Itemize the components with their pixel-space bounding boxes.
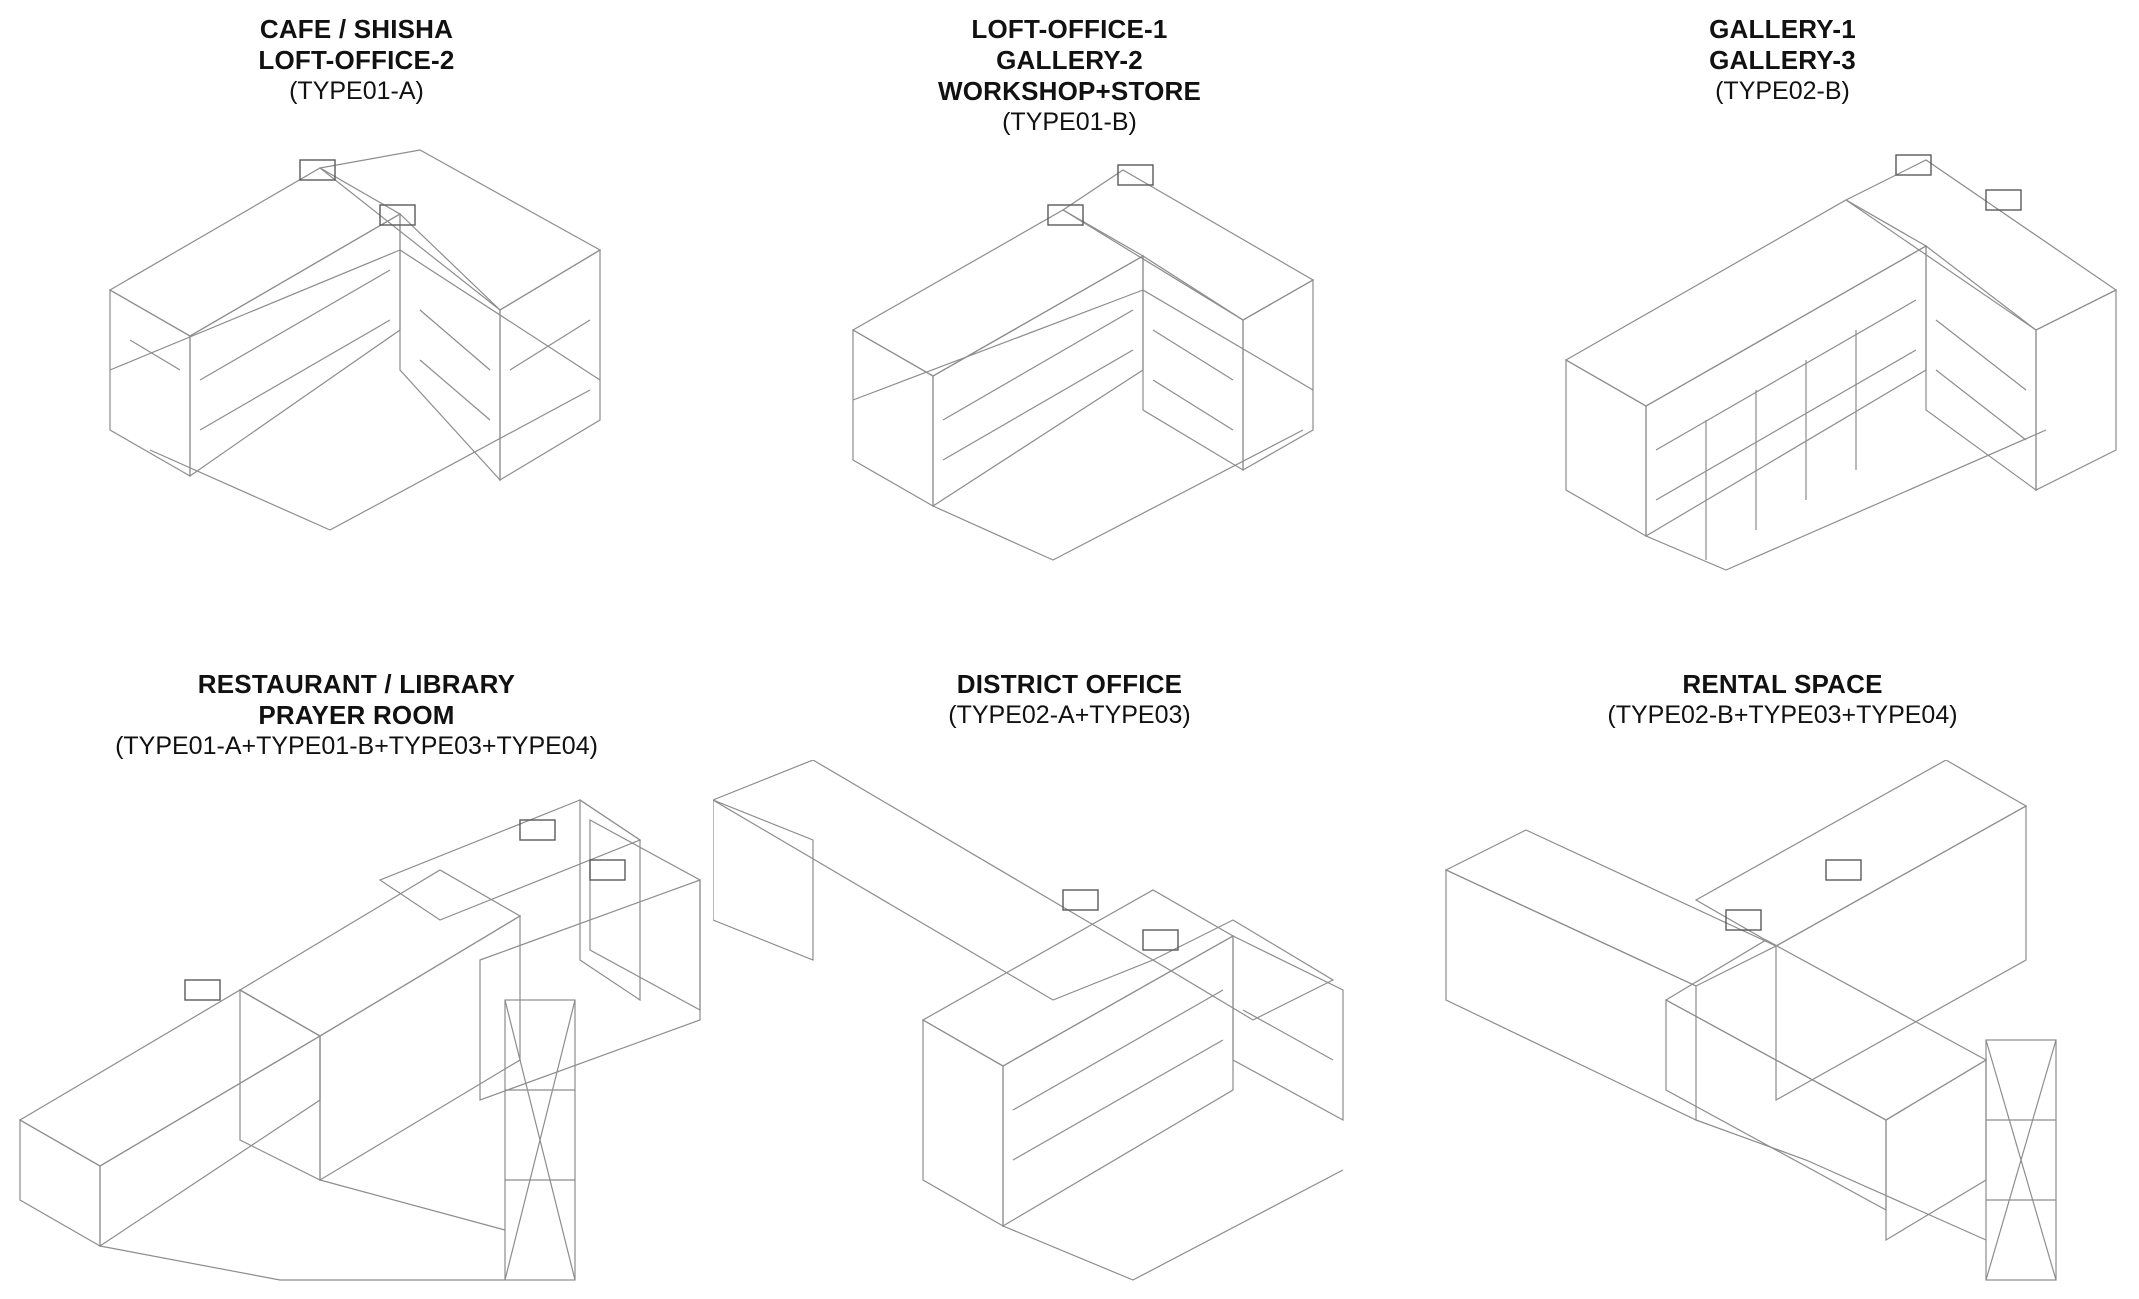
panel-restaurant-library: RESTAURANT / LIBRARY PRAYER ROOM (TYPE01… [0, 655, 713, 1299]
panel-name: DISTRICT OFFICE [956, 669, 1183, 699]
isometric-drawing [713, 760, 1426, 1295]
panel-label: LOFT-OFFICE-1 GALLERY-2 WORKSHOP+STORE (… [713, 14, 1426, 138]
panel-cafe-shisha: CAFE / SHISHA LOFT-OFFICE-2 (TYPE01-A) [0, 0, 713, 640]
panel-type: (TYPE01-B) [1002, 108, 1137, 136]
panel-name: LOFT-OFFICE-1 [971, 14, 1168, 44]
panel-label: CAFE / SHISHA LOFT-OFFICE-2 (TYPE01-A) [0, 14, 713, 107]
building-drawing-type02b [1564, 154, 2118, 571]
isometric-drawing [0, 130, 713, 630]
panel-label: DISTRICT OFFICE (TYPE02-A+TYPE03) [713, 669, 1426, 731]
isometric-drawing [1426, 130, 2139, 630]
building-drawing-type02b-type03-type04 [1444, 760, 2057, 1281]
panel-type: (TYPE01-A+TYPE01-B+TYPE03+TYPE04) [115, 732, 598, 760]
panel-type: (TYPE02-A+TYPE03) [948, 701, 1191, 729]
isometric-drawing [713, 130, 1426, 630]
panel-name: CAFE / SHISHA [259, 14, 454, 44]
panel-name: RENTAL SPACE [1682, 669, 1883, 699]
panel-loft-office-1: LOFT-OFFICE-1 GALLERY-2 WORKSHOP+STORE (… [713, 0, 1426, 640]
panel-gallery-1: GALLERY-1 GALLERY-3 (TYPE02-B) [1426, 0, 2139, 640]
panel-name: WORKSHOP+STORE [937, 76, 1202, 106]
panel-type: (TYPE02-B+TYPE03+TYPE04) [1607, 701, 1958, 729]
panel-name: LOFT-OFFICE-2 [258, 45, 455, 75]
panel-name: GALLERY-2 [996, 45, 1143, 75]
isometric-drawing [1426, 760, 2139, 1295]
building-drawing-combined-01 [18, 798, 701, 1281]
panel-label: GALLERY-1 GALLERY-3 (TYPE02-B) [1426, 14, 2139, 107]
panel-rental-space: RENTAL SPACE (TYPE02-B+TYPE03+TYPE04) [1426, 655, 2139, 1299]
panel-name: RESTAURANT / LIBRARY [197, 669, 516, 699]
building-drawing-type02a-type03 [713, 760, 1344, 1281]
panel-name: GALLERY-1 [1709, 14, 1856, 44]
panel-type: (TYPE02-B) [1715, 77, 1850, 105]
isometric-drawing [0, 760, 713, 1295]
panel-label: RENTAL SPACE (TYPE02-B+TYPE03+TYPE04) [1426, 669, 2139, 731]
panel-label: RESTAURANT / LIBRARY PRAYER ROOM (TYPE01… [0, 669, 713, 762]
building-drawing-type01a [108, 149, 602, 531]
panel-district-office: DISTRICT OFFICE (TYPE02-A+TYPE03) [713, 655, 1426, 1299]
panel-type: (TYPE01-A) [289, 77, 424, 105]
panel-name: PRAYER ROOM [258, 700, 455, 730]
building-drawing-type01b [851, 164, 1315, 561]
panel-name: GALLERY-3 [1709, 45, 1856, 75]
